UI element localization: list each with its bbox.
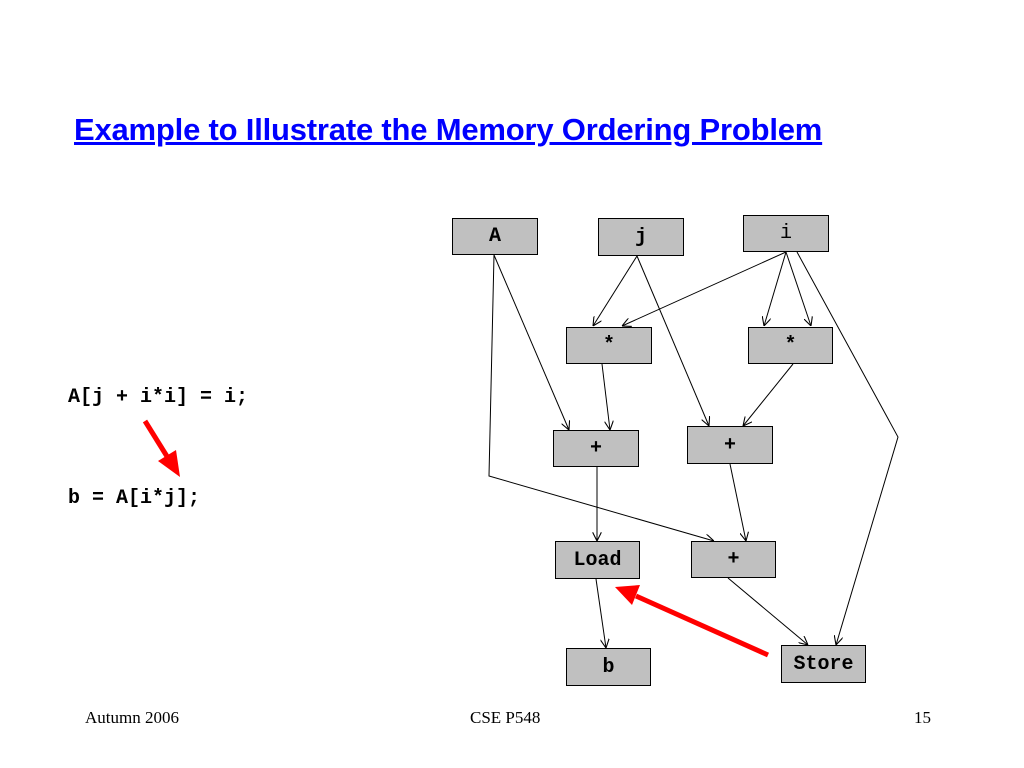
- footer-page-number: 15: [914, 708, 931, 727]
- node-add-left: +: [553, 430, 639, 467]
- footer-course: CSE P548: [470, 708, 541, 727]
- edge-mul-left-to-add-left: [601, 363, 610, 430]
- edge-j-to-add-middle: [636, 255, 709, 426]
- edge-add-lower-to-store: [727, 577, 808, 645]
- slide-title: Example to Illustrate the Memory Orderin…: [74, 112, 823, 147]
- edge-i-to-store: [796, 251, 899, 645]
- node-b: b: [566, 648, 651, 686]
- red-arrow-code-dependency-head: [158, 450, 180, 477]
- edge-a-to-add-left: [493, 254, 569, 430]
- node-mul-right: *: [748, 327, 833, 364]
- node-j: j: [598, 218, 684, 256]
- code-line-load: b = A[i*j];: [68, 487, 201, 510]
- red-arrow-store-to-load: [634, 593, 770, 658]
- node-load: Load: [555, 541, 640, 579]
- node-add-lower: +: [691, 541, 776, 578]
- edge-load-to-b: [595, 578, 606, 648]
- edge-mul-right-to-add-middle: [743, 363, 794, 426]
- node-mul-left: *: [566, 327, 652, 364]
- node-a: A: [452, 218, 538, 255]
- node-add-middle: +: [687, 426, 773, 464]
- red-arrow-store-to-load-head: [615, 585, 640, 605]
- red-arrow-code-dependency: [142, 419, 171, 460]
- edge-i-to-mul-right-1: [764, 251, 787, 326]
- edge-i-to-mul-left: [622, 251, 787, 326]
- node-store: Store: [781, 645, 866, 683]
- code-line-store: A[j + i*i] = i;: [68, 386, 249, 409]
- footer-date: Autumn 2006: [85, 708, 179, 727]
- edge-j-to-mul-left: [593, 255, 638, 326]
- node-i: i: [743, 215, 829, 252]
- edge-i-to-mul-right-2: [785, 251, 811, 326]
- edge-a-to-add-lower: [488, 254, 714, 541]
- edge-add-middle-to-add-lower: [729, 463, 746, 541]
